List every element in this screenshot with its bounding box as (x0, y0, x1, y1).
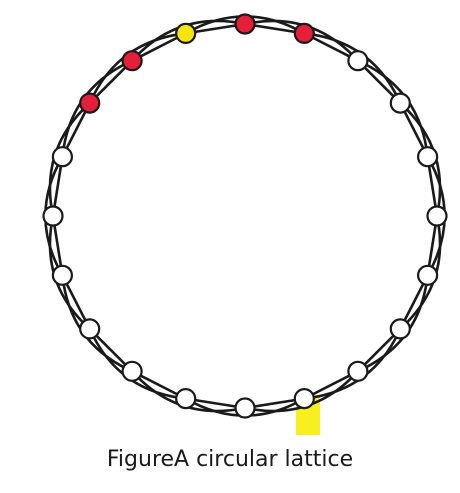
lattice-node (42, 205, 64, 227)
lattice-node (175, 388, 197, 410)
lattice-node-highlighted (175, 22, 197, 45)
lattice-node (389, 92, 411, 114)
lattice-node (389, 318, 411, 340)
lattice-node (293, 388, 315, 410)
lattice-node-red (121, 50, 143, 72)
lattice-node (79, 318, 101, 340)
lattice-node (51, 264, 74, 286)
lattice-edges (44, 15, 446, 417)
lattice-node-red (293, 22, 315, 45)
lattice-nodes (42, 13, 448, 419)
lattice-node (347, 360, 369, 382)
lattice-node (426, 205, 448, 227)
circular-lattice-diagram (42, 13, 448, 435)
figure-caption: FigureA circular lattice (106, 447, 354, 472)
lattice-node (234, 397, 256, 419)
lattice-node-red (79, 92, 101, 114)
lattice-node (121, 360, 143, 382)
lattice-node (417, 264, 439, 286)
lattice-node (417, 146, 439, 168)
lattice-node (51, 146, 74, 168)
lattice-node (347, 50, 369, 72)
lattice-node-red (234, 13, 256, 35)
